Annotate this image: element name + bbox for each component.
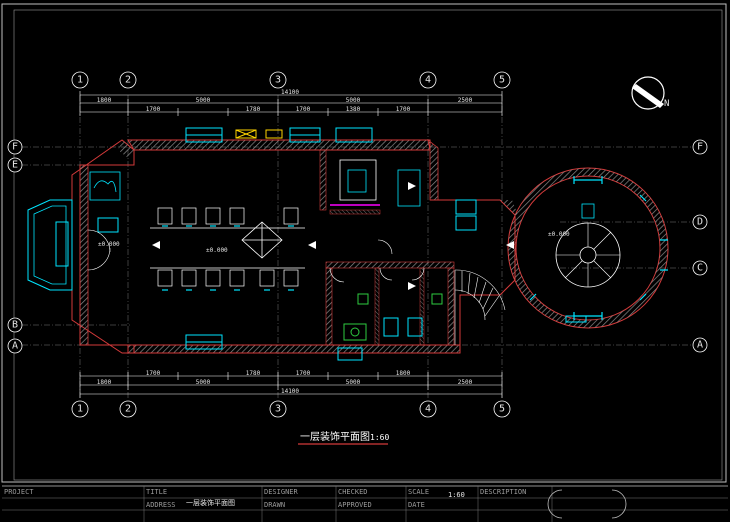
dim-bottom-sub-2: 1780 — [246, 370, 261, 377]
axis-col-1: 1 — [77, 75, 83, 86]
dim-bottom-sub-1: 1700 — [146, 370, 161, 377]
drawing-title-text: 一层装饰平面图 — [300, 430, 370, 443]
outer-frame — [1, 3, 727, 483]
furniture-rows — [150, 207, 305, 287]
axis-col-4-bottom: 4 — [425, 404, 431, 415]
axis-row-B: B — [12, 320, 18, 331]
axis-col-4: 4 — [425, 75, 431, 86]
tb-scale-value: 1:60 — [448, 491, 465, 499]
tb-description-label: DESCRIPTION — [480, 488, 526, 496]
axis-col-3: 3 — [275, 75, 281, 86]
tb-drawn-label: DRAWN — [264, 501, 285, 509]
dim-top-sub-2: 1780 — [246, 106, 261, 113]
title-block: PROJECT TITLE 一层装饰平面图 DESIGNER CHECKED S… — [2, 485, 728, 522]
level-left: ±0.000 — [98, 241, 120, 248]
dim-top-seg-1: 1800 — [97, 97, 112, 104]
axis-row-A-right: A — [697, 340, 703, 351]
axis-row-D-right: D — [697, 217, 703, 228]
tb-checked-label: CHECKED — [338, 488, 368, 496]
axis-bubbles-bottom: 1 2 3 4 5 — [71, 400, 511, 418]
dim-top-sub-5: 1700 — [396, 106, 411, 113]
round-tower — [430, 167, 669, 345]
storage-area — [330, 159, 421, 207]
tb-designer-label: DESIGNER — [264, 488, 299, 496]
windows — [55, 127, 477, 361]
axis-bubbles-top: 1 2 3 4 5 — [71, 71, 511, 89]
dim-top-seg-2: 5000 — [196, 97, 211, 104]
dim-top-total: 14100 — [281, 89, 299, 96]
bathroom-fixtures — [343, 293, 443, 341]
tb-date-label: DATE — [408, 501, 425, 509]
top-dimensions — [79, 91, 503, 116]
yellow-vents — [235, 129, 283, 139]
level-main: ±0.000 — [206, 247, 228, 254]
seat-marks — [162, 225, 294, 291]
axis-bubbles-left: F E B A — [7, 139, 23, 354]
axis-col-5: 5 — [499, 75, 505, 86]
main-walls — [27, 139, 461, 354]
tb-approved-label: APPROVED — [338, 501, 372, 509]
axis-row-F-right: F — [697, 142, 703, 153]
axis-bubbles-right: F D C A — [692, 139, 708, 353]
connector-stair — [454, 269, 506, 345]
dim-bottom-seg-1: 1800 — [97, 379, 112, 386]
level-tower: ±0.000 — [548, 231, 570, 238]
north-arrow: N — [631, 76, 669, 110]
dim-top-sub-3: 1700 — [296, 106, 311, 113]
tb-address-label: ADDRESS — [146, 501, 176, 509]
dim-bottom-sub-3: 1700 — [296, 370, 311, 377]
tb-title-label: TITLE — [146, 488, 167, 496]
dim-bottom-total: 14100 — [281, 388, 299, 395]
dim-top-sub-1: 1700 — [146, 106, 161, 113]
axis-row-A: A — [12, 341, 18, 352]
axis-col-3-bottom: 3 — [275, 404, 281, 415]
axis-col-5-bottom: 5 — [499, 404, 505, 415]
drawing-title: 一层装饰平面图 1:60 — [298, 430, 389, 445]
inner-frame — [13, 9, 723, 481]
north-label: N — [664, 99, 669, 109]
bottom-dimensions — [79, 372, 503, 398]
axis-row-E: E — [12, 160, 18, 171]
center-feature — [241, 221, 283, 259]
dim-top-seg-3: 5000 — [346, 97, 361, 104]
axis-col-1-bottom: 1 — [77, 404, 83, 415]
direction-arrows — [152, 182, 514, 290]
dim-bottom-seg-4: 2500 — [458, 379, 473, 386]
axis-row-F: F — [12, 142, 18, 153]
dim-bottom-sub-4: 1800 — [396, 370, 411, 377]
doors — [87, 229, 425, 283]
dim-bottom-seg-2: 5000 — [196, 379, 211, 386]
tb-title-value: 一层装饰平面图 — [186, 498, 235, 507]
dim-top-sub-4: 1380 — [346, 106, 361, 113]
dim-top-seg-4: 2500 — [458, 97, 473, 104]
axis-col-2-bottom: 2 — [125, 404, 131, 415]
axis-col-2: 2 — [125, 75, 131, 86]
dim-bottom-seg-3: 5000 — [346, 379, 361, 386]
axis-row-C-right: C — [697, 263, 703, 274]
drawing-title-scale: 1:60 — [370, 433, 389, 442]
tb-project-label: PROJECT — [4, 488, 34, 496]
planter — [89, 171, 121, 201]
tb-scale-label: SCALE — [408, 488, 429, 496]
